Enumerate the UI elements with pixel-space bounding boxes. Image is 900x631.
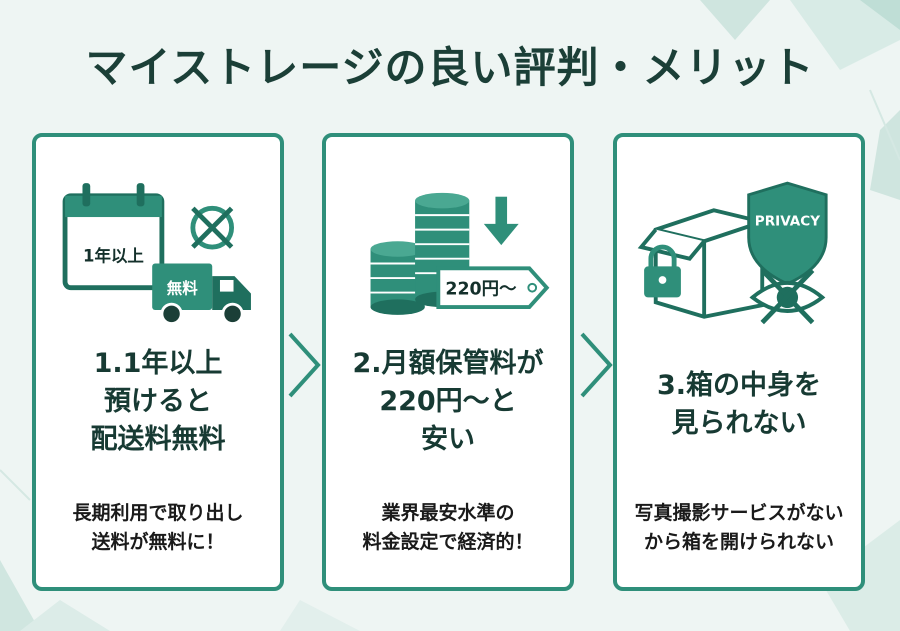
truck-label: 無料 [167, 279, 198, 298]
chevron-right-icon [288, 332, 321, 398]
crossed-eye-icon [749, 268, 826, 325]
coin-stack-icon [370, 192, 470, 315]
storage-box-icon [637, 208, 765, 319]
padlock-icon [644, 244, 681, 298]
delivery-truck-icon: 無料 [152, 263, 251, 326]
card-1-illustration: 1年以上 無料 [62, 183, 251, 326]
card-2-illustration: 220円〜 [370, 192, 550, 315]
page-title: マイストレージの良い評判・メリット [85, 43, 815, 92]
calendar-icon: 1年以上 [62, 183, 165, 291]
privacy-label: PRIVACY [755, 214, 820, 230]
privacy-shield-icon: PRIVACY [747, 181, 828, 286]
card-1-description: 長期利用で取り出し 送料が無料に！ [72, 502, 244, 554]
card-1-heading: 1.1年以上 預けると 配送料無料 [90, 348, 226, 455]
merit-card-privacy: PRIVACY 3.箱の中身を 見られない 写真撮影サービスがない から箱を開け… [613, 133, 865, 591]
crossed-circle-icon [190, 205, 235, 250]
down-arrow-icon [483, 196, 519, 246]
merit-card-low-price: 220円〜 2.月額保管料が 220円〜と 安い 業界最安水準の 料金設定で経済… [322, 133, 574, 591]
calendar-label: 1年以上 [83, 247, 144, 266]
card-3-illustration: PRIVACY [637, 181, 828, 325]
card-3-description: 写真撮影サービスがない から箱を開けられない [634, 502, 844, 554]
card-2-description: 業界最安水準の 料金設定で経済的！ [362, 502, 534, 554]
price-tag-label: 220円〜 [445, 280, 517, 300]
price-tag-icon: 220円〜 [436, 266, 550, 310]
merit-card-free-shipping: 1年以上 無料 1.1年以上 預けると 配送料無料 長期利用で取り出し 送料が無… [32, 133, 284, 591]
chevron-right-icon [580, 332, 613, 398]
card-2-heading: 2.月額保管料が 220円〜と 安い [352, 348, 544, 455]
card-3-heading: 3.箱の中身を 見られない [656, 370, 822, 439]
